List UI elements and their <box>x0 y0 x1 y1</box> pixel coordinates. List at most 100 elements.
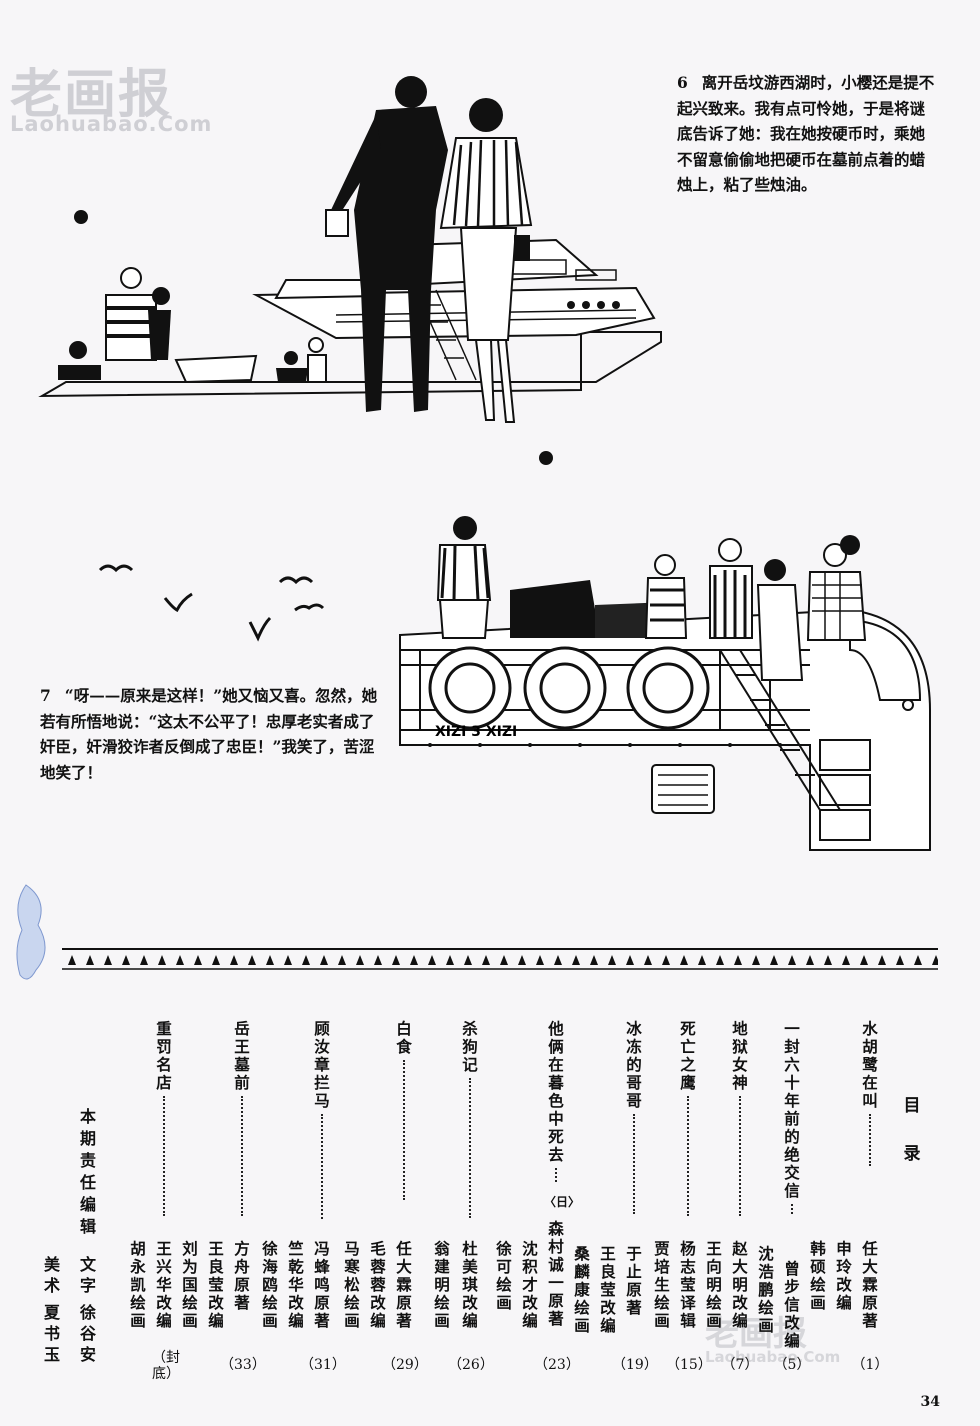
toc-entry-5[interactable]: 冰冻的哥哥 于 止原著 （19） <box>612 1019 658 1374</box>
caption-text: “呀——原来是这样！”她又恼又喜。忽然，她若有所悟地说：“这太不公平了！忠厚老实… <box>40 686 378 782</box>
toc-entry-1[interactable]: 水胡鹭在叫 任大霖原著 （1） <box>852 1019 889 1374</box>
toc-entry-title: 顾汝章拦马 <box>314 1019 330 1110</box>
divider-ornament <box>266 955 274 965</box>
toc-leader <box>687 1096 689 1216</box>
toc-leader <box>469 1078 471 1218</box>
illustration-panel-6 <box>38 76 662 465</box>
divider-ornament <box>824 955 832 965</box>
divider-ornament <box>68 955 76 965</box>
toc-leader <box>321 1114 323 1219</box>
toc-entry-credit: 任大霖原著 <box>862 1239 878 1330</box>
toc-entry-credit: 翁建明绘画 <box>434 1239 450 1330</box>
toc-entry-7[interactable]: 杀狗记 杜美琪改编 （26） <box>448 1020 494 1374</box>
divider-ornament <box>374 955 382 965</box>
divider-ornament <box>860 955 868 965</box>
toc-entry-page: （1） <box>851 1357 889 1373</box>
divider-ornament <box>770 955 778 965</box>
toc-heading-char-1: 目 <box>903 1096 921 1116</box>
divider-ornament <box>500 955 508 965</box>
divider-ornament <box>104 955 112 965</box>
divider-ornament <box>482 955 490 965</box>
divider-ornament <box>392 955 400 965</box>
divider-ornament <box>230 955 238 965</box>
toc-entry-credit: 王良莹改编 <box>208 1239 224 1330</box>
divider-ornament <box>428 955 436 965</box>
editor-art-label: 美术 <box>43 1255 60 1295</box>
toc-entry-page: （封底） <box>152 1350 180 1382</box>
seagulls <box>98 564 325 642</box>
toc-entry-credit: 王向明绘画 <box>706 1239 722 1330</box>
toc-entry-title: 岳王墓前 <box>234 1019 250 1092</box>
toc-entry-11[interactable]: 重罚名店 王兴华改编 （封底） <box>152 1020 180 1383</box>
divider-ornament <box>644 955 652 965</box>
toc-entry-page: （23） <box>534 1357 580 1373</box>
divider-ornament <box>842 955 850 965</box>
editor-text-label: 文字 <box>79 1255 96 1295</box>
divider-ornament <box>140 955 148 965</box>
divider-ornament <box>518 955 526 965</box>
toc-leader <box>739 1096 741 1216</box>
divider-ornament <box>446 955 454 965</box>
divider-ornament <box>410 955 418 965</box>
toc-entry-credit: 贾培生绘画 <box>654 1239 670 1330</box>
watermark-logo-bottom: 老画报 <box>705 1314 807 1354</box>
divider-ornament <box>680 955 688 965</box>
toc-entry-credit: 韩 硕绘画 <box>810 1239 842 1312</box>
toc-leader <box>869 1114 871 1166</box>
divider-ornament <box>122 955 130 965</box>
toc-heading-char-2: 录 <box>903 1144 921 1164</box>
toc-entry-title: 白 食 <box>396 1019 428 1056</box>
divider-ornament <box>662 955 670 965</box>
divider-ornament <box>878 955 886 965</box>
toc-entry-10[interactable]: 岳王墓前 方 舟原著 （33） <box>220 1019 266 1374</box>
divider-ornament <box>626 955 634 965</box>
toc-entry-credit: 方 舟原著 <box>234 1239 266 1312</box>
toc-entry-credit: 杜美琪改编 <box>462 1239 478 1330</box>
toc-entry-credit: 赵大明改编 <box>732 1239 748 1330</box>
divider-ornament <box>932 955 938 965</box>
divider-ornament <box>896 955 904 965</box>
divider-ornament <box>284 955 292 965</box>
divider-ornament <box>734 955 742 965</box>
divider-ornament <box>554 955 562 965</box>
divider-ornament <box>914 955 922 965</box>
divider-ornament <box>212 955 220 965</box>
toc-entry-credit: 杨志莹译辑 <box>680 1239 696 1330</box>
divider-ornament <box>806 955 814 965</box>
toc-entry-credit: 冯蜂鸣原著 <box>314 1239 330 1330</box>
toc-entry-title: 冰冻的哥哥 <box>626 1019 642 1110</box>
page-number: 34 <box>920 1394 940 1410</box>
toc-entry-credit: 于 止原著 <box>626 1244 658 1317</box>
toc-entry-credit: 刘为国绘画 <box>182 1239 198 1330</box>
toc-leader <box>555 1168 557 1182</box>
editor-text-name: 徐谷安 <box>79 1303 96 1364</box>
toc-entry-title: 水胡鹭在叫 <box>862 1019 878 1110</box>
divider-ornament <box>338 955 346 965</box>
divider-ornament <box>590 955 598 965</box>
ornamental-divider <box>62 948 938 970</box>
toc-entry-title: 死亡之鹰 <box>680 1019 696 1092</box>
lifebuoy-label: XIZI 3 XIZI <box>435 724 517 740</box>
toc-entry-9[interactable]: 顾汝章拦马 冯蜂鸣原著 （31） <box>300 1019 346 1374</box>
watermark-logo: 老画报 <box>10 65 173 125</box>
divider-ornament <box>464 955 472 965</box>
toc-entry-8[interactable]: 白 食 任大霖原著 （29） <box>382 1019 428 1374</box>
toc-entry-note: 〈日〉 <box>544 1195 581 1209</box>
watermark-url: Laohuabao.Com <box>10 112 213 136</box>
editor-art-name: 夏书玉 <box>43 1303 60 1364</box>
divider-ornament <box>194 955 202 965</box>
toc-entry-3[interactable]: 地狱女神 赵大明改编 （7） <box>722 1020 759 1374</box>
toc-leader <box>403 1060 405 1200</box>
toc-entry-credit: 竺乾华改编 <box>288 1239 304 1330</box>
toc-entry-6[interactable]: 他俩在暮色中死去 〈日〉 森村诚一原著 （23） <box>534 1020 580 1374</box>
divider-ornament <box>788 955 796 965</box>
toc-entry-credit: 毛蓉蓉改编 <box>370 1239 386 1330</box>
divider-ornament <box>716 955 724 965</box>
divider-ornament <box>302 955 310 965</box>
toc-entry-4[interactable]: 死亡之鹰 杨志莹译辑 （15） <box>666 1019 712 1374</box>
toc-entry-credit: 王良莹改编 <box>600 1244 616 1335</box>
toc-entry-credit: 徐海鸥绘画 <box>262 1239 278 1330</box>
toc-entry-2[interactable]: 一封六十年前的绝交信 曾步信改编 （5） <box>774 1020 811 1374</box>
divider-ornament <box>158 955 166 965</box>
